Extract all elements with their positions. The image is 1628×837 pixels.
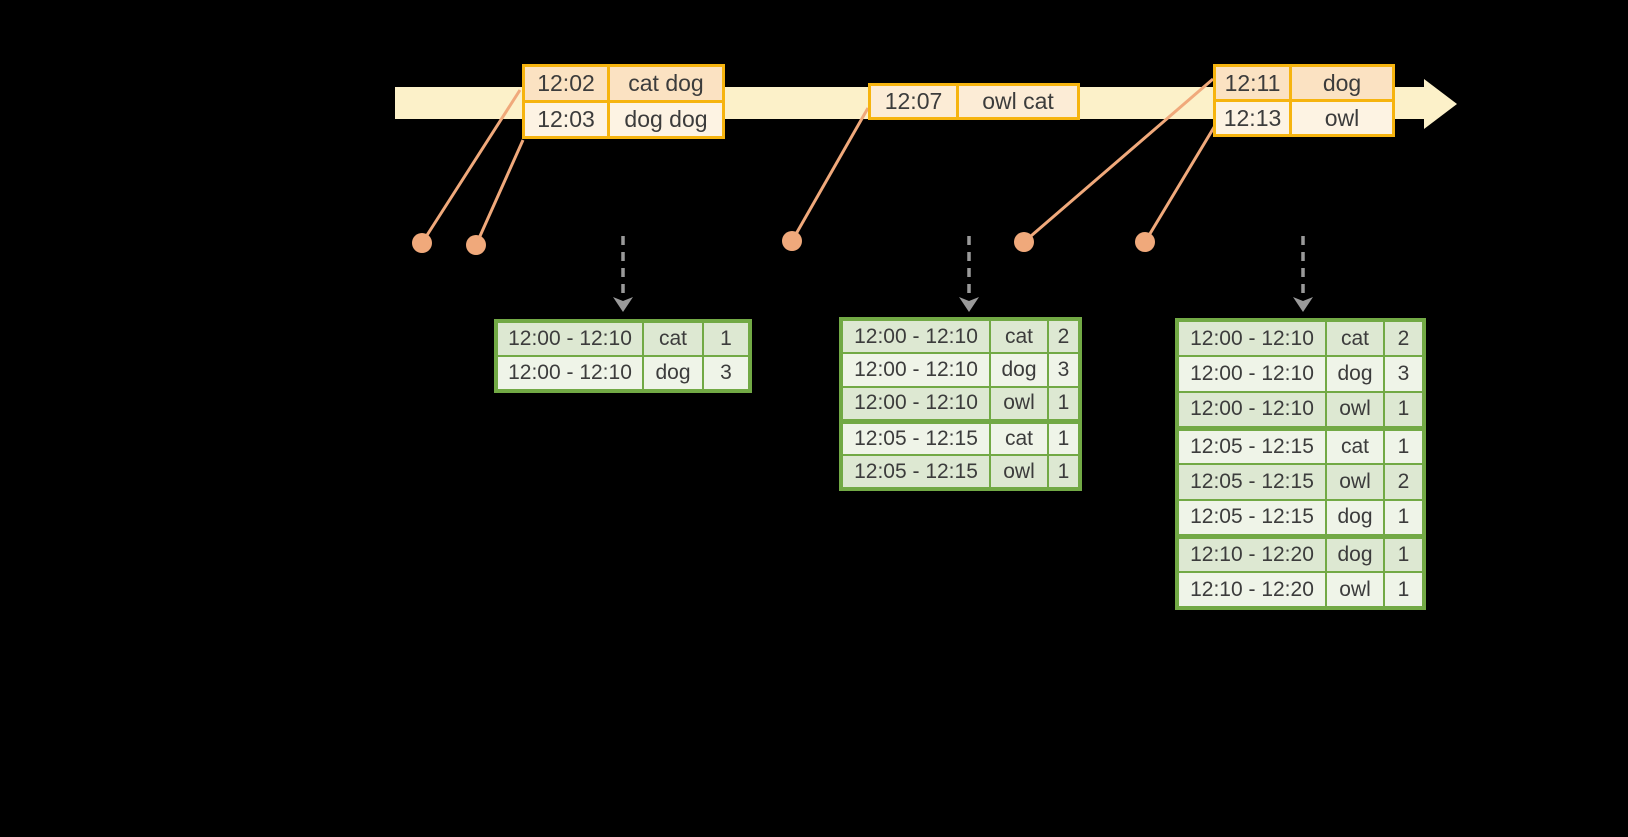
table-cell: 12:00 - 12:10 bbox=[1176, 391, 1327, 429]
event-dot bbox=[1135, 232, 1155, 252]
event-connector-line bbox=[1143, 123, 1218, 243]
table-cell: 1 bbox=[1047, 454, 1081, 490]
table-cell: 1 bbox=[1383, 391, 1425, 429]
table-cell: 12:00 - 12:10 bbox=[840, 386, 991, 422]
table-cell: cat bbox=[1325, 425, 1385, 465]
table-cell: 1 bbox=[1383, 499, 1425, 537]
event-dot bbox=[466, 235, 486, 255]
table-cell: 12:03 bbox=[522, 100, 610, 139]
table-cell: 12:05 - 12:15 bbox=[1176, 499, 1327, 537]
table-cell: cat bbox=[642, 320, 704, 357]
table-cell: 12:05 - 12:15 bbox=[840, 454, 991, 490]
table-cell: 12:02 bbox=[522, 64, 610, 103]
table-cell: 1 bbox=[702, 320, 751, 357]
table-cell: dog bbox=[1325, 355, 1385, 393]
table-cell: dog bbox=[1325, 499, 1385, 537]
trigger-arrowhead-icon bbox=[1293, 297, 1313, 312]
table-cell: 12:05 - 12:15 bbox=[1176, 463, 1327, 501]
table-cell: 2 bbox=[1383, 319, 1425, 357]
table-cell: owl bbox=[1325, 571, 1385, 609]
table-cell: 12:13 bbox=[1213, 99, 1292, 137]
table-cell: 12:00 - 12:10 bbox=[1176, 355, 1327, 393]
trigger-arrowhead-icon bbox=[613, 297, 633, 312]
event-dot bbox=[782, 231, 802, 251]
table-cell: 1 bbox=[1383, 425, 1425, 465]
table-cell: 1 bbox=[1383, 533, 1425, 573]
table-cell: 2 bbox=[1383, 463, 1425, 501]
table-cell: cat bbox=[989, 318, 1049, 354]
table-cell: owl bbox=[989, 454, 1049, 490]
event-connector-line bbox=[474, 139, 525, 246]
table-cell: 12:11 bbox=[1213, 64, 1292, 102]
table-cell: 2 bbox=[1047, 318, 1081, 354]
table-cell: dog dog bbox=[607, 100, 725, 139]
table-cell: owl bbox=[989, 386, 1049, 422]
table-cell: 12:10 - 12:20 bbox=[1176, 571, 1327, 609]
table-cell: owl bbox=[1289, 99, 1395, 137]
table-cell: 1 bbox=[1047, 418, 1081, 456]
table-cell: 3 bbox=[1383, 355, 1425, 393]
table-cell: dog bbox=[642, 355, 704, 392]
table-cell: 1 bbox=[1383, 571, 1425, 609]
table-cell: dog bbox=[989, 352, 1049, 388]
table-cell: 12:07 bbox=[868, 83, 959, 120]
table-cell: owl bbox=[1325, 391, 1385, 429]
table-cell: 1 bbox=[1047, 386, 1081, 422]
event-connector-line bbox=[420, 89, 522, 244]
table-cell: 12:00 - 12:10 bbox=[495, 355, 644, 392]
event-connector-line bbox=[1023, 77, 1214, 244]
table-cell: cat bbox=[1325, 319, 1385, 357]
table-cell: cat bbox=[989, 418, 1049, 456]
table-cell: owl cat bbox=[956, 83, 1080, 120]
table-cell: dog bbox=[1325, 533, 1385, 573]
trigger-arrowhead-icon bbox=[959, 297, 979, 312]
event-dot bbox=[412, 233, 432, 253]
event-connector-line bbox=[790, 107, 870, 242]
table-cell: cat dog bbox=[607, 64, 725, 103]
table-cell: 12:00 - 12:10 bbox=[495, 320, 644, 357]
table-cell: 12:05 - 12:15 bbox=[1176, 425, 1327, 465]
table-cell: 12:05 - 12:15 bbox=[840, 418, 991, 456]
table-cell: 3 bbox=[702, 355, 751, 392]
table-cell: 12:00 - 12:10 bbox=[840, 352, 991, 388]
table-cell: 12:00 - 12:10 bbox=[1176, 319, 1327, 357]
table-cell: owl bbox=[1325, 463, 1385, 501]
event-dot bbox=[1014, 232, 1034, 252]
table-cell: 3 bbox=[1047, 352, 1081, 388]
table-cell: 12:00 - 12:10 bbox=[840, 318, 991, 354]
timeline-arrowhead-icon bbox=[1424, 79, 1457, 129]
table-cell: dog bbox=[1289, 64, 1395, 102]
table-cell: 12:10 - 12:20 bbox=[1176, 533, 1327, 573]
